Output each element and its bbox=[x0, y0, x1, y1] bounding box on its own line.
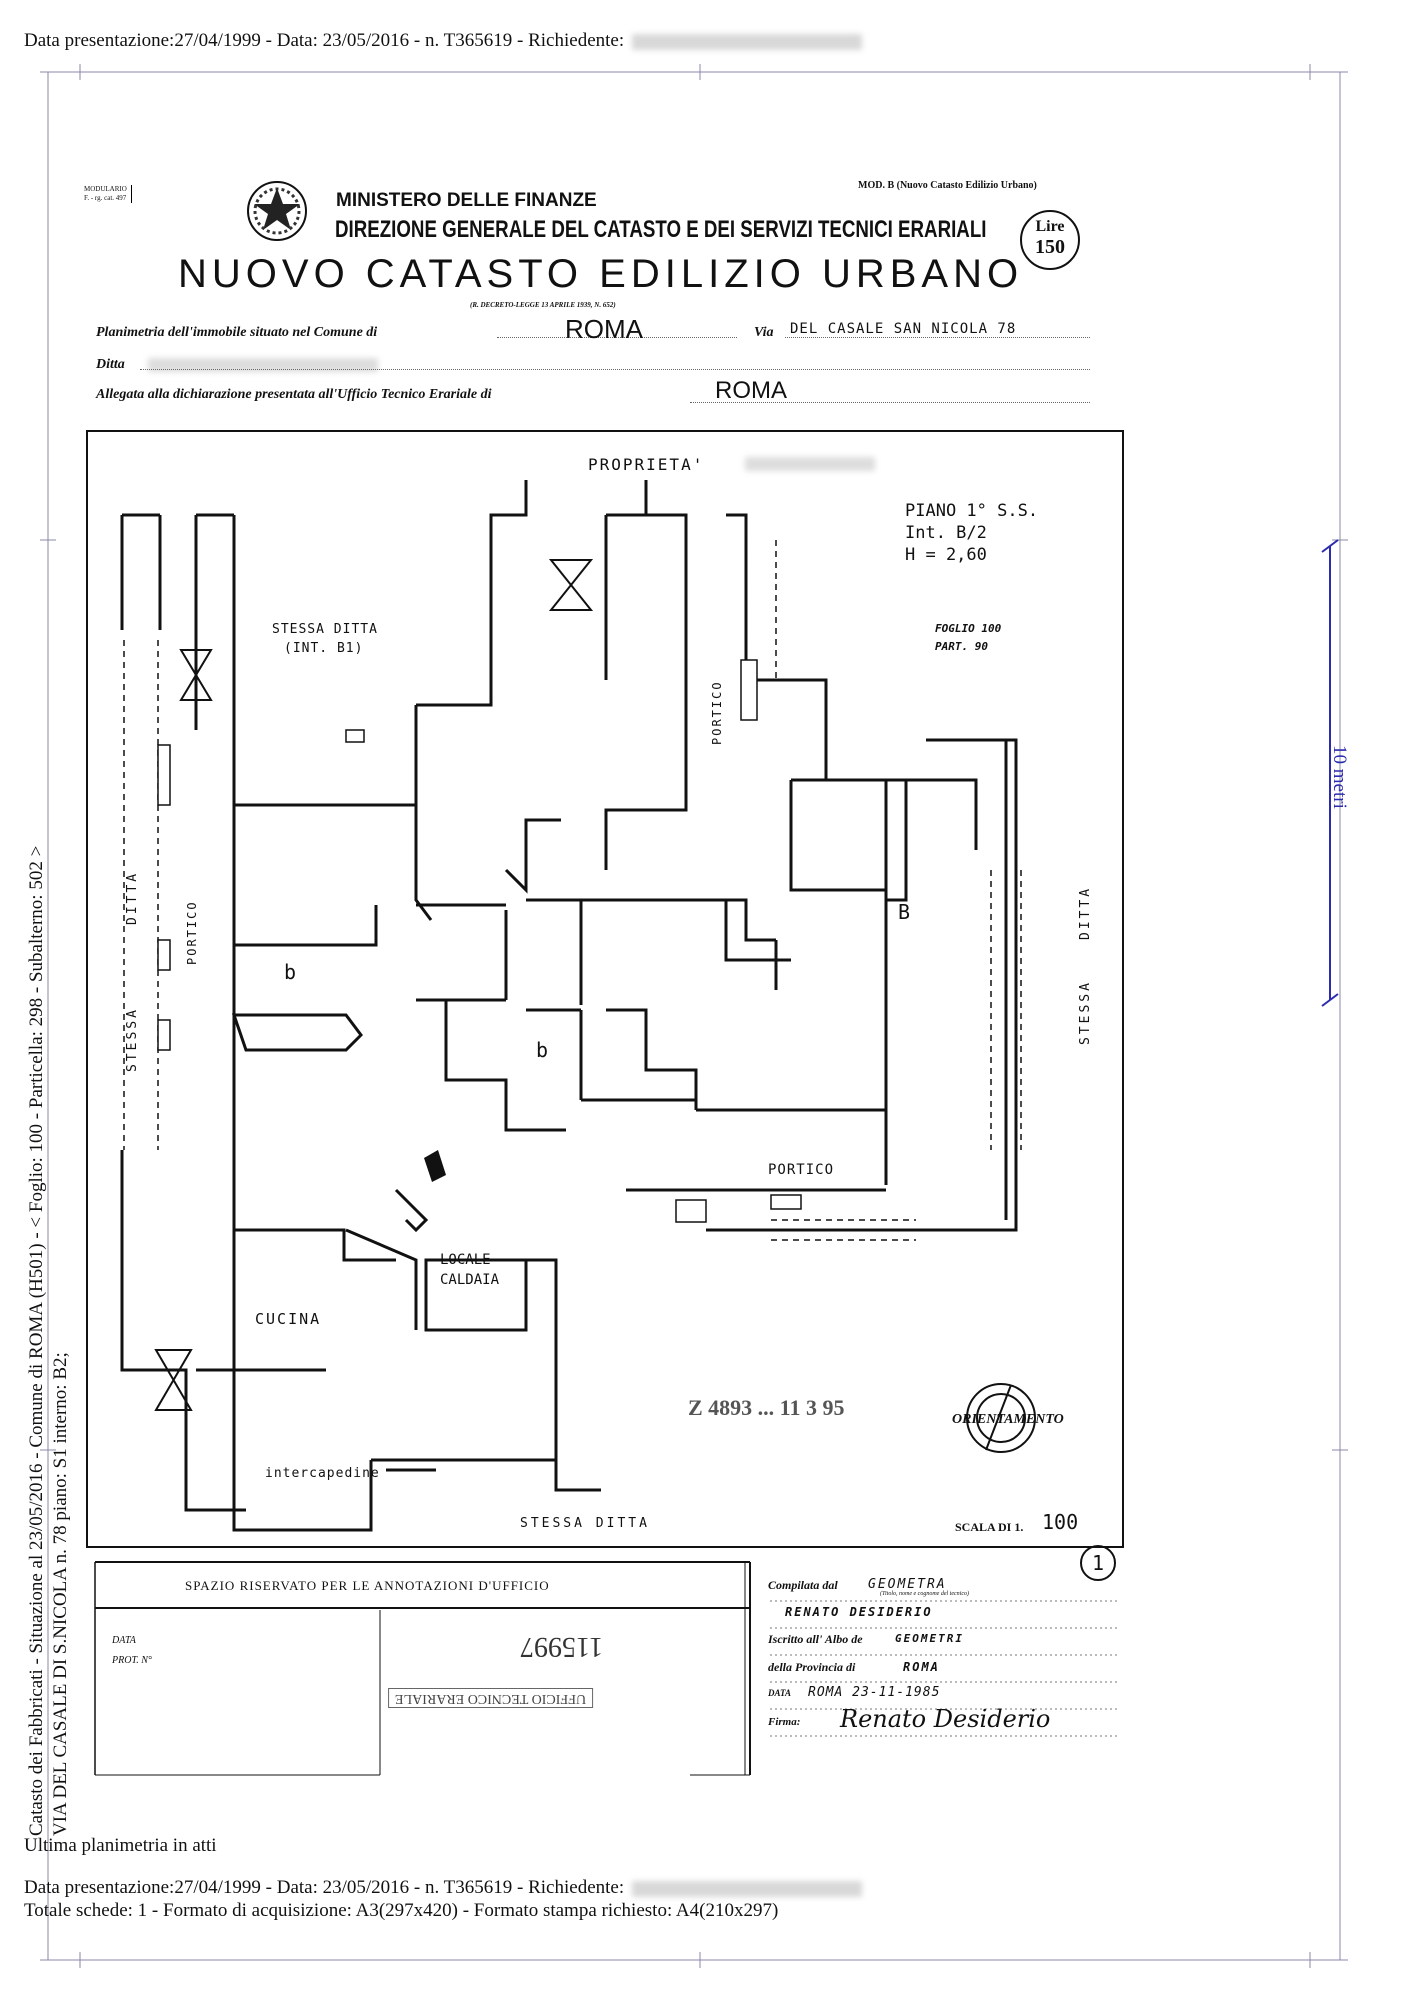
compass-icon bbox=[966, 1383, 1036, 1453]
footer-requester-redacted bbox=[632, 1880, 863, 1897]
comune-value: ROMA bbox=[565, 314, 643, 344]
compilata-value: GEOMETRA bbox=[868, 1577, 947, 1592]
part: PART. 90 bbox=[935, 640, 988, 653]
prot-label: PROT. N° bbox=[112, 1655, 152, 1666]
footer-line-2: Totale schede: 1 - Formato di acquisizio… bbox=[24, 1900, 779, 1921]
ultima-planimetria: Ultima planimetria in atti bbox=[24, 1835, 217, 1856]
room-b2: b bbox=[536, 1038, 549, 1062]
scale-bar bbox=[1321, 539, 1339, 1007]
header-text: Data presentazione:27/04/1999 - Data: 23… bbox=[24, 30, 625, 51]
stessa-right: STESSA bbox=[1078, 980, 1093, 1045]
locale-caldaia: LOCALE CALDAIA bbox=[440, 1250, 499, 1290]
piano: PIANO 1° S.S. bbox=[905, 501, 1039, 521]
iscritto-value: GEOMETRI bbox=[895, 1632, 964, 1645]
walls bbox=[120, 480, 1018, 1532]
ditta-label: Ditta bbox=[96, 357, 125, 372]
caldaia: CALDAIA bbox=[440, 1272, 500, 1288]
sheet-number: 1 bbox=[1080, 1545, 1116, 1581]
firma-signature: Renato Desiderio bbox=[840, 1705, 1051, 1733]
lire-badge: Lire 150 bbox=[1020, 210, 1080, 270]
planimetria-label: Planimetria dell'immobile situato nel Co… bbox=[96, 325, 378, 340]
interno: Int. B/2 bbox=[905, 523, 987, 543]
altezza: H = 2,60 bbox=[905, 545, 987, 565]
titolo-note: (Titolo, nome e cognome del tecnico) bbox=[880, 1591, 969, 1597]
ufficio-value: ROMA bbox=[715, 377, 787, 404]
comune-line bbox=[497, 337, 737, 338]
requester-redacted bbox=[632, 33, 863, 50]
foglio-part: FOGLIO 100 PART. 90 bbox=[935, 620, 1001, 656]
room-b1: b bbox=[284, 960, 297, 984]
mod-b: MOD. B (Nuovo Catasto Edilizio Urbano) bbox=[858, 180, 1037, 191]
modulario-label: MODULARIO bbox=[84, 185, 127, 193]
portico-label-2: PORTICO bbox=[185, 900, 199, 965]
modulario-box: MODULARIO F. - rg. cat. 497 bbox=[84, 185, 132, 203]
door-symbols bbox=[154, 559, 594, 1411]
stessa-left: STESSA bbox=[125, 1007, 140, 1072]
via-label: Via bbox=[754, 325, 774, 340]
header-line: Data presentazione:27/04/1999 - Data: 23… bbox=[24, 30, 863, 52]
side-text-2: VIA DEL CASALE DI S.NICOLA n. 78 piano: … bbox=[50, 1352, 71, 1836]
plan-info: PIANO 1° S.S. Int. B/2 H = 2,60 bbox=[905, 500, 1038, 566]
int-b1: (INT. B1) bbox=[284, 641, 364, 656]
ditta-redacted bbox=[148, 358, 378, 372]
locale: LOCALE bbox=[440, 1252, 491, 1268]
via-line bbox=[785, 337, 1090, 338]
side-text-1: Catasto dei Fabbricati - Situazione al 2… bbox=[26, 845, 47, 1836]
portico-label-3: PORTICO bbox=[768, 1162, 835, 1178]
scala-value: 100 bbox=[1042, 1510, 1079, 1534]
spazio-label: SPAZIO RISERVATO PER LE ANNOTAZIONI D'UF… bbox=[185, 1578, 550, 1593]
iscritto-label: Iscritto all' Albo de bbox=[768, 1632, 863, 1646]
data-label: DATA bbox=[112, 1635, 136, 1646]
form-title: NUOVO CATASTO EDILIZIO URBANO bbox=[178, 252, 1024, 296]
scale-label: 10 metri bbox=[1329, 745, 1350, 809]
stamp-office: UFFICIO TECNICO ERARIALE bbox=[388, 1688, 594, 1708]
emblem-icon bbox=[247, 181, 307, 241]
stamp-number: Z 4893 ... 11 3 95 bbox=[688, 1395, 845, 1420]
orientamento: ORIENTAMENTO bbox=[952, 1412, 1064, 1427]
intercapedine: intercapedine bbox=[265, 1466, 380, 1481]
direzione: DIREZIONE GENERALE DEL CATASTO E DEI SER… bbox=[335, 216, 987, 243]
modulario-code: F. - rg. cat. 497 bbox=[84, 194, 127, 202]
firma-label: Firma: bbox=[768, 1716, 801, 1728]
ditta-line bbox=[140, 369, 1090, 370]
annotation-box bbox=[94, 1561, 1120, 1776]
footer-line-1: Data presentazione:27/04/1999 - Data: 23… bbox=[24, 1877, 863, 1899]
provincia-value: ROMA bbox=[903, 1660, 940, 1674]
decreto: (R. DECRETO-LEGGE 13 APRILE 1939, N. 652… bbox=[470, 301, 616, 309]
foglio: FOGLIO 100 bbox=[935, 622, 1002, 635]
stamp-num: 115997 bbox=[520, 1631, 603, 1662]
allegata-line bbox=[690, 402, 1090, 403]
stessa-ditta-int: STESSA DITTA bbox=[272, 622, 378, 637]
proprieta-label: PROPRIETA' bbox=[588, 455, 705, 474]
floor-plan bbox=[86, 430, 1124, 1548]
openings bbox=[157, 659, 802, 1223]
provincia-label: della Provincia di bbox=[768, 1660, 856, 1674]
via-value: DEL CASALE SAN NICOLA 78 bbox=[790, 321, 1017, 337]
data2-label: DATA bbox=[768, 1688, 792, 1698]
compilata-label: Compilata dal bbox=[768, 1578, 838, 1592]
footer-text-1: Data presentazione:27/04/1999 - Data: 23… bbox=[24, 1877, 625, 1898]
portico-label-1: PORTICO bbox=[710, 680, 724, 745]
room-B: B bbox=[898, 900, 911, 924]
ditta-left: DITTA bbox=[125, 870, 140, 925]
cucina: CUCINA bbox=[255, 1310, 322, 1328]
dashed-lines bbox=[123, 540, 1022, 1241]
stair-mark bbox=[424, 1150, 446, 1182]
scala-label: SCALA DI 1. bbox=[955, 1520, 1024, 1534]
ministry: MINISTERO DELLE FINANZE bbox=[336, 190, 597, 211]
ditta-right: DITTA bbox=[1078, 885, 1093, 940]
lire-label: Lire bbox=[1035, 218, 1065, 235]
tecnico: RENATO DESIDERIO bbox=[785, 1605, 933, 1619]
data2-value: ROMA 23-11-1985 bbox=[808, 1685, 941, 1700]
proprieta-redacted bbox=[745, 457, 875, 471]
stessa-ditta-bottom: STESSA DITTA bbox=[520, 1516, 650, 1531]
lire-value: 150 bbox=[1035, 236, 1065, 258]
allegata-label: Allegata alla dichiarazione presentata a… bbox=[96, 387, 492, 402]
